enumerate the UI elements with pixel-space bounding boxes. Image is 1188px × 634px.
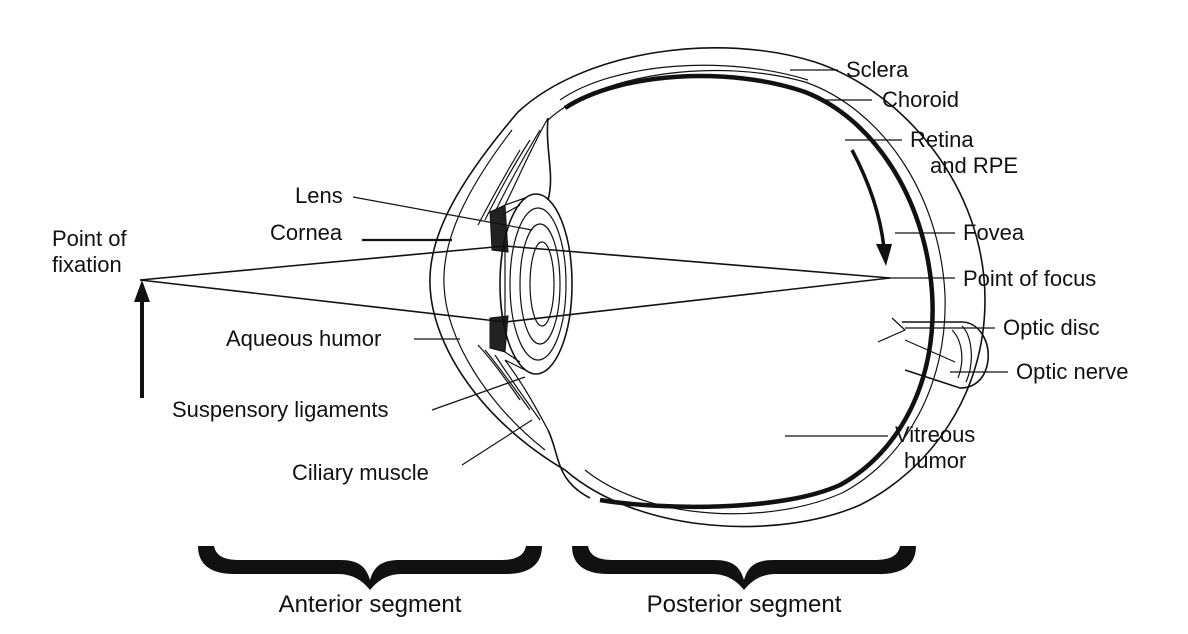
sclera-outline xyxy=(517,47,986,528)
lens-shape xyxy=(499,193,573,375)
retina-band xyxy=(563,73,935,510)
label-vitreous-1: Vitreous xyxy=(895,422,975,447)
leader-lines xyxy=(352,69,1008,466)
suspensory-leader xyxy=(431,376,526,411)
fixation-arrow xyxy=(134,280,150,398)
ray-lower xyxy=(139,277,891,323)
cornea-inner xyxy=(443,129,546,451)
lens-ring-1 xyxy=(509,207,567,361)
label-fovea: Fovea xyxy=(963,220,1025,245)
label-choroid: Choroid xyxy=(882,87,959,112)
ciliary-body-top xyxy=(477,117,549,226)
choroid-wall xyxy=(547,69,946,515)
label-suspensory-ligaments: Suspensory ligaments xyxy=(172,397,388,422)
label-fixation-1: Point of xyxy=(52,226,127,251)
anterior-brace xyxy=(198,546,542,590)
label-lens: Lens xyxy=(295,183,343,208)
suspensory-ligament-lines xyxy=(501,197,526,371)
labels: Sclera Choroid Retina and RPE Fovea Poin… xyxy=(52,57,1129,485)
label-sclera: Sclera xyxy=(846,57,909,82)
label-posterior-segment: Posterior segment xyxy=(647,591,842,618)
lens-ring-3 xyxy=(529,241,555,327)
optic-nerve-lines xyxy=(904,325,972,383)
label-optic-nerve: Optic nerve xyxy=(1016,359,1129,384)
label-retina-1: Retina xyxy=(910,127,974,152)
light-rays xyxy=(139,245,891,323)
lens-leader xyxy=(352,196,533,231)
ciliary-body-bottom xyxy=(477,344,549,431)
lens-ring-2 xyxy=(519,223,561,345)
label-optic-disc: Optic disc xyxy=(1003,315,1100,340)
label-point-of-focus: Point of focus xyxy=(963,266,1096,291)
retina-arrow xyxy=(850,149,892,266)
label-aqueous-humor: Aqueous humor xyxy=(226,326,381,351)
cornea-shape xyxy=(429,111,566,471)
label-retina-2: and RPE xyxy=(930,153,1018,178)
optic-nerve-shape xyxy=(902,321,989,389)
retina-inner xyxy=(559,64,809,101)
label-cornea: Cornea xyxy=(270,220,343,245)
vitreous-boundary xyxy=(546,117,591,499)
label-ciliary-muscle: Ciliary muscle xyxy=(292,460,429,485)
posterior-brace xyxy=(572,546,916,590)
label-vitreous-2: humor xyxy=(904,448,966,473)
anterior-structures xyxy=(429,111,573,471)
ciliary-leader xyxy=(461,419,533,466)
label-fixation-2: fixation xyxy=(52,252,122,277)
segment-braces: Anterior segment Posterior segment xyxy=(198,546,916,618)
ray-upper xyxy=(139,245,891,281)
iris-top xyxy=(489,204,509,253)
optic-disc-edge xyxy=(877,317,907,343)
label-anterior-segment: Anterior segment xyxy=(279,591,462,618)
